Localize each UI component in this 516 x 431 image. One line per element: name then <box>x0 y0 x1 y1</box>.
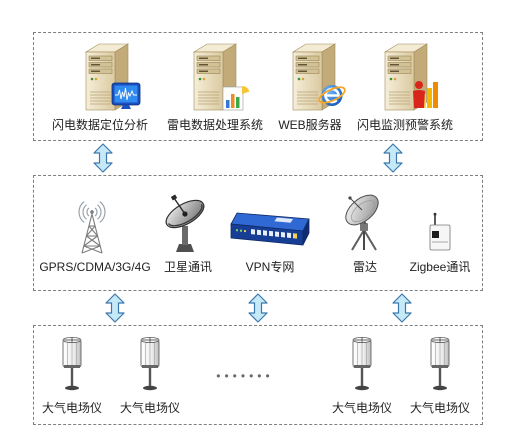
bar-chart-icon <box>222 85 250 111</box>
antenna-tip <box>90 210 94 214</box>
double-arrow-icon <box>248 293 268 323</box>
double-arrow-icon <box>383 143 403 173</box>
sensor-label: 大气电场仪 <box>409 401 470 415</box>
network-label: 卫星通讯 <box>163 260 212 274</box>
sensor-label: 大气电场仪 <box>119 401 180 415</box>
field-mill-sensor-icon <box>140 336 160 391</box>
network-router-icon <box>230 212 310 246</box>
server-label: 雷电数据处理系统 <box>166 118 263 132</box>
server-chart-icon <box>193 43 250 111</box>
server-alert-figure-icon <box>384 43 438 111</box>
sensor-label: 大气电场仪 <box>41 401 102 415</box>
network-label: Zigbee通讯 <box>409 260 471 274</box>
sensor-shape <box>62 336 82 391</box>
sensor-shape <box>430 336 450 391</box>
double-arrow-shape <box>105 293 125 323</box>
sensor-shape <box>140 336 160 391</box>
double-arrow-shape <box>248 293 268 323</box>
network-label: 雷达 <box>352 260 377 274</box>
server-label: 闪电监测预警系统 <box>356 118 453 132</box>
server-layer-frame <box>33 32 483 141</box>
field-mill-sensor-icon <box>430 336 450 391</box>
satellite-dish-icon <box>165 194 205 252</box>
more-sensors-ellipsis: ••••••• <box>216 369 274 383</box>
radar-dish-icon <box>345 194 379 251</box>
double-arrow-shape <box>93 143 113 173</box>
zigbee-body <box>429 224 451 251</box>
dish-pedestal <box>176 226 194 252</box>
radar-feed <box>348 196 363 211</box>
radar-tripod <box>351 209 377 251</box>
router-ports <box>236 229 297 239</box>
sensor-layer-frame <box>33 325 483 425</box>
radio-waves <box>78 201 106 223</box>
double-arrow-shape <box>383 143 403 173</box>
sensor-label: 大气电场仪 <box>331 401 392 415</box>
dish-feed-arm <box>170 194 186 215</box>
server-label: WEB服务器 <box>278 118 342 132</box>
server-label: 闪电数据定位分析 <box>51 118 148 132</box>
double-arrow-icon <box>392 293 412 323</box>
double-arrow-shape <box>392 293 412 323</box>
antenna-tower-icon <box>78 201 106 254</box>
network-layer-frame <box>33 175 483 291</box>
network-label: GPRS/CDMA/3G/4G <box>39 260 151 274</box>
waveform-monitor-icon <box>111 82 141 110</box>
field-mill-sensor-icon <box>352 336 372 391</box>
zigbee-antenna <box>433 212 437 226</box>
network-label: VPN专网 <box>245 260 295 274</box>
double-arrow-icon <box>93 143 113 173</box>
double-arrow-icon <box>105 293 125 323</box>
lattice-tower <box>81 210 103 254</box>
zigbee-device-icon <box>429 212 451 251</box>
sensor-shape <box>352 336 372 391</box>
server-waveform-monitor-icon <box>85 43 141 111</box>
server-web-globe-icon <box>292 43 347 111</box>
router-body <box>230 212 310 246</box>
field-mill-sensor-icon <box>62 336 82 391</box>
